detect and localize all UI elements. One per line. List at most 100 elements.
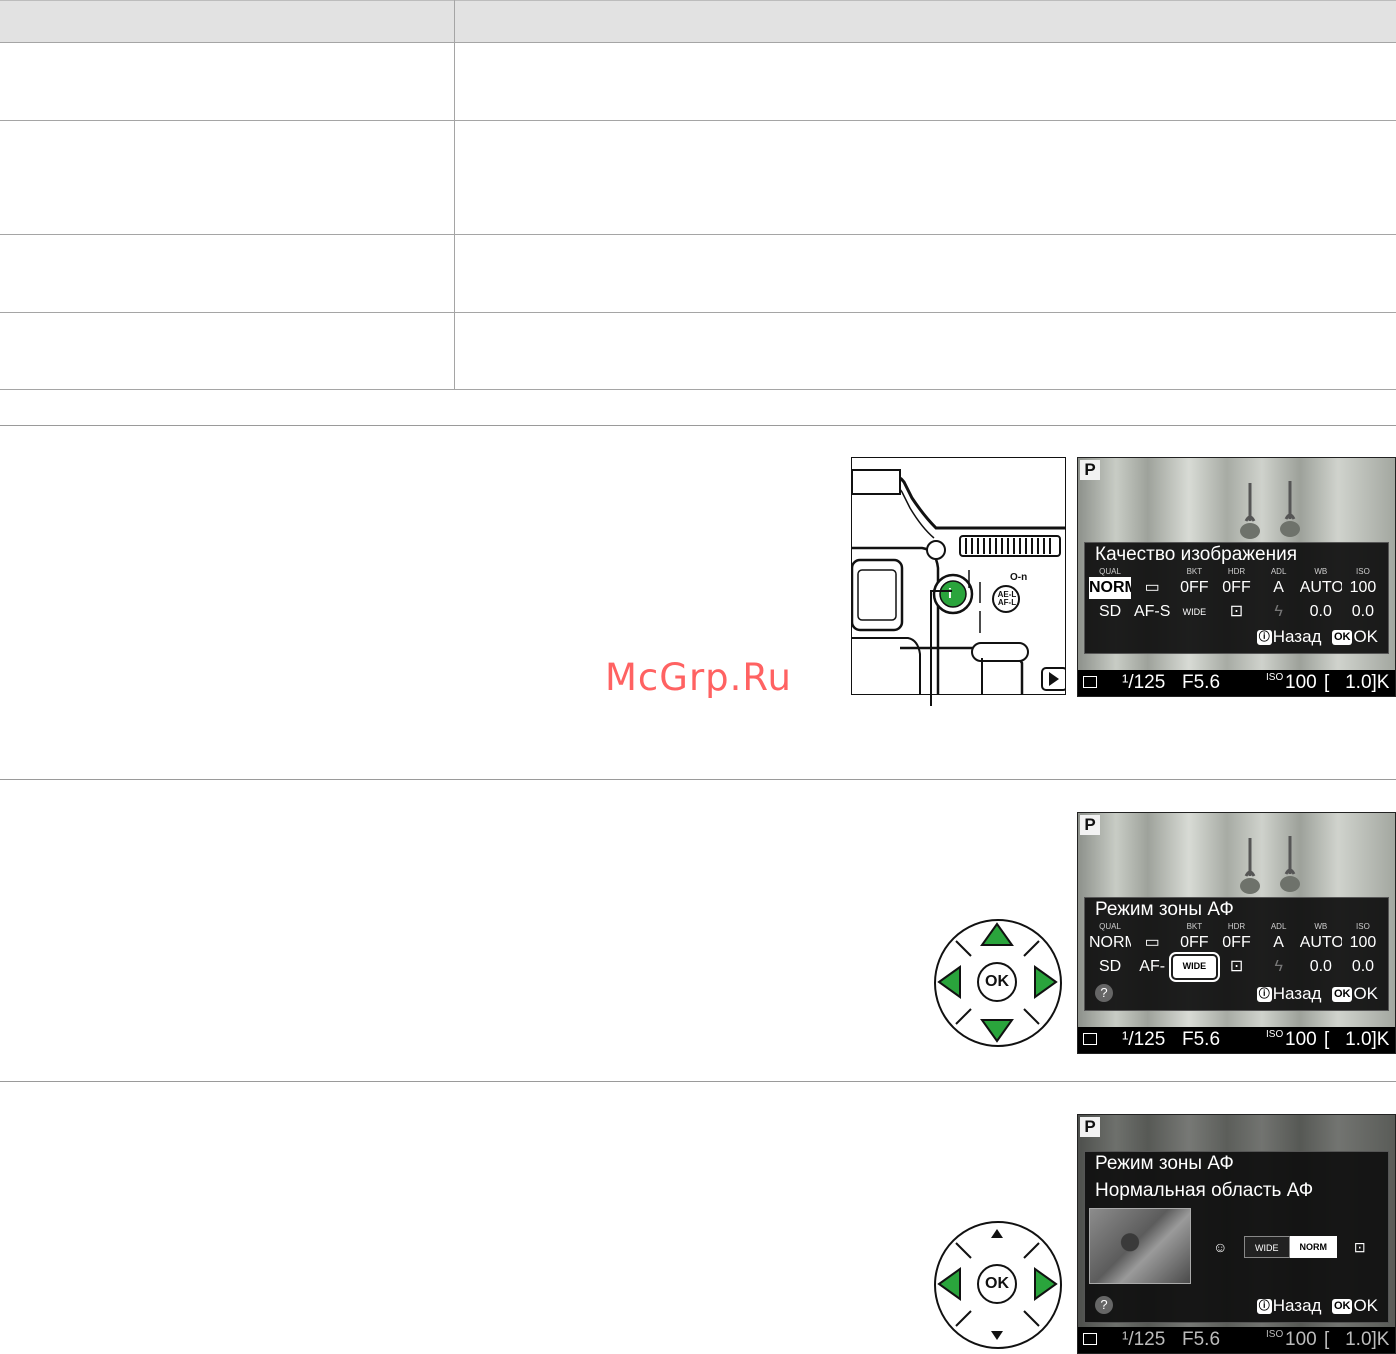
setting-white-balance[interactable]: AUTO — [1299, 579, 1342, 596]
info-button-label: i — [948, 585, 952, 601]
column-label — [1131, 567, 1173, 577]
status-bar: ¹/125 F5.6 ISO 100 [ 1.0]K — [1078, 670, 1395, 696]
ok-label[interactable]: OK — [1353, 627, 1378, 646]
setting-exposure-comp[interactable]: 0.0 — [1351, 958, 1375, 975]
ae-lock-button-label: AE-L AF-L — [997, 590, 1017, 607]
aperture: F5.6 — [1182, 672, 1221, 693]
shutter-speed: ¹/125 — [1122, 1029, 1166, 1050]
subject-figurines — [1240, 481, 1300, 539]
ok-button-icon: OK — [1331, 630, 1353, 645]
camera-screen-quality: P Качество изображения QUAL BKT HDR ADL … — [1077, 457, 1396, 697]
panel-title: Режим зоны АФ — [1095, 1153, 1234, 1174]
column-label: QUAL — [1099, 567, 1121, 576]
table-bottom-border — [0, 389, 1396, 390]
multi-selector-arrows — [937, 1229, 1058, 1340]
column-labels: QUAL BKT HDR ADL WB ISO — [1089, 922, 1384, 932]
ok-label[interactable]: OK — [1353, 1296, 1378, 1315]
exposure-readout: [ 1.0]K — [1324, 1329, 1390, 1350]
column-label: ADL — [1270, 567, 1287, 576]
setting-adl[interactable]: A — [1273, 579, 1284, 596]
exposure-mode-badge: P — [1080, 1117, 1100, 1137]
back-label[interactable]: Назад — [1272, 1296, 1322, 1315]
status-bar: ¹/125 F5.6 ISO 100 [ 1.0]K — [1078, 1327, 1395, 1353]
iso-value: 100 — [1285, 1029, 1317, 1050]
ok-button-icon: OK — [1331, 1299, 1353, 1314]
camera-body-illustration: i AE-L AF-L O-n — [851, 457, 1066, 695]
settings-row: NORM ▭ 0FF 0FF A AUTO 100 — [1089, 932, 1384, 954]
setting-bracketing[interactable]: 0FF — [1180, 934, 1209, 951]
setting-hdr[interactable]: 0FF — [1222, 579, 1251, 596]
shutter-speed: ¹/125 — [1122, 672, 1166, 693]
option-face-priority[interactable]: ☺ — [1213, 1239, 1228, 1255]
help-icon[interactable]: ? — [1095, 984, 1113, 1002]
setting-flash-comp[interactable]: 0.0 — [1309, 603, 1332, 620]
column-label: HDR — [1227, 922, 1246, 931]
camera-screen-af-area: P Режим зоны АФ QUAL BKT HDR ADL WB ISO … — [1077, 812, 1396, 1054]
column-label: BKT — [1186, 922, 1203, 931]
setting-focus-mode[interactable]: AF-S — [1133, 603, 1171, 620]
setting-image-quality[interactable]: NORM — [1089, 577, 1132, 599]
setting-af-area-selected[interactable]: WIDE — [1169, 952, 1220, 982]
leader-line — [930, 590, 952, 592]
column-label: QUAL — [1099, 922, 1121, 931]
column-label: BKT — [1186, 567, 1203, 576]
info-button-icon: ⓘ — [1256, 1299, 1272, 1314]
setting-image-quality[interactable]: NORM — [1089, 934, 1131, 951]
iso-label: ISO — [1266, 672, 1284, 683]
panel-title: Качество изображения — [1095, 544, 1297, 565]
column-label: WB — [1314, 922, 1328, 931]
settings-row: SD AF- WIDE ⊡ ϟ 0.0 0.0 — [1089, 952, 1384, 982]
leader-line — [930, 590, 932, 706]
setting-picture-control[interactable]: SD — [1098, 603, 1122, 620]
iso-label: ISO — [1266, 1029, 1284, 1040]
setting-af-area[interactable]: WIDE — [1182, 607, 1207, 617]
info-menu-panel: Качество изображения QUAL BKT HDR ADL WB… — [1084, 542, 1389, 654]
setting-metering[interactable]: ⊡ — [1229, 603, 1244, 620]
metering-icon — [1083, 1033, 1097, 1045]
subject-figurines — [1240, 836, 1300, 894]
setting-metering[interactable]: ⊡ — [1229, 958, 1244, 975]
lock-symbol: O-n — [1010, 572, 1028, 583]
section-divider — [0, 425, 1396, 426]
column-label — [1131, 922, 1173, 932]
help-icon[interactable]: ? — [1095, 1296, 1113, 1314]
metering-icon — [1083, 676, 1097, 688]
ok-button[interactable]: OK — [977, 962, 1017, 1002]
metering-icon — [1083, 1333, 1097, 1345]
column-label: ISO — [1356, 567, 1370, 576]
setting-picture-control[interactable]: SD — [1098, 958, 1122, 975]
camera-screen-af-area-options: P Режим зоны АФ Нормальная область АФ ☺ … — [1077, 1114, 1396, 1354]
column-label: WB — [1314, 567, 1328, 576]
setting-white-balance[interactable]: AUTO — [1299, 934, 1342, 951]
aperture: F5.6 — [1182, 1029, 1221, 1050]
setting-flash-mode[interactable]: ϟ — [1274, 603, 1283, 620]
setting-iso[interactable]: 100 — [1349, 934, 1377, 951]
af-preview-image — [1089, 1208, 1191, 1284]
setting-focus-mode[interactable]: AF- — [1139, 958, 1166, 975]
info-menu-panel: Режим зоны АФ QUAL BKT HDR ADL WB ISO NO… — [1084, 897, 1389, 1011]
setting-adl[interactable]: A — [1273, 934, 1284, 951]
setting-bracketing[interactable]: 0FF — [1180, 579, 1209, 596]
setting-exposure-comp[interactable]: 0.0 — [1351, 603, 1375, 620]
setting-hdr[interactable]: 0FF — [1222, 934, 1251, 951]
back-label[interactable]: Назад — [1272, 627, 1322, 646]
ok-label[interactable]: OK — [1353, 984, 1378, 1003]
setting-flash-mode[interactable]: ϟ — [1274, 958, 1283, 975]
setting-image-size[interactable]: ▭ — [1144, 934, 1160, 951]
aperture: F5.6 — [1182, 1329, 1221, 1350]
panel-title: Режим зоны АФ — [1095, 899, 1234, 920]
table-column-divider — [454, 0, 455, 390]
option-subject-tracking[interactable]: ⊡ — [1353, 1239, 1366, 1255]
table-row-divider — [0, 312, 1396, 313]
setting-image-size[interactable]: ▭ — [1144, 579, 1160, 596]
option-normal-area[interactable]: NORM — [1290, 1236, 1337, 1258]
setting-flash-comp[interactable]: 0.0 — [1309, 958, 1332, 975]
ok-button[interactable]: OK — [977, 1264, 1017, 1304]
option-wide-area[interactable]: WIDE — [1243, 1236, 1290, 1258]
column-labels: QUAL BKT HDR ADL WB ISO — [1089, 567, 1384, 577]
back-label[interactable]: Назад — [1272, 984, 1322, 1003]
setting-iso[interactable]: 100 — [1349, 579, 1377, 596]
